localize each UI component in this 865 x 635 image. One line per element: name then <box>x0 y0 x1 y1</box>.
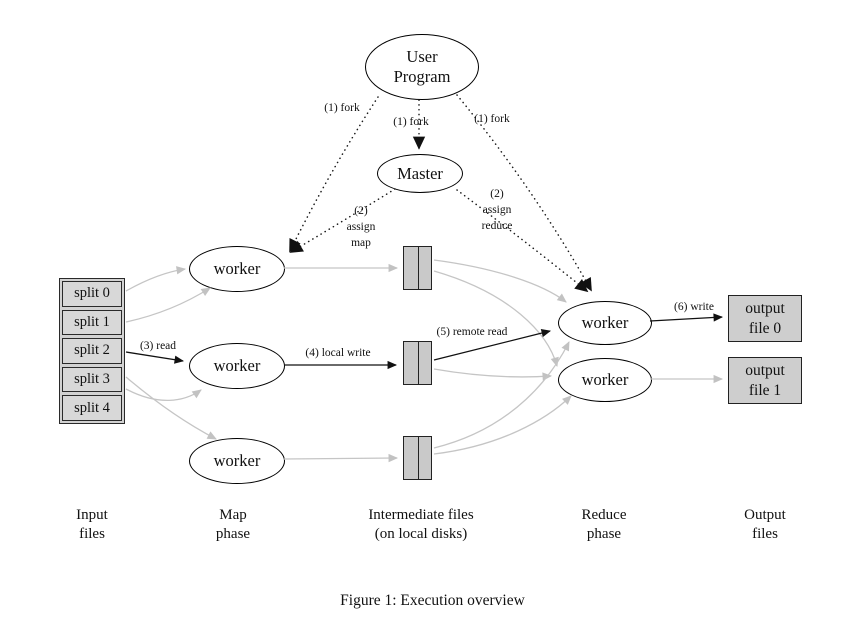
map-worker-2-node: worker <box>189 343 285 389</box>
edge-assign-map <box>289 188 396 253</box>
user-program-node: User Program <box>365 34 479 100</box>
read-label: (3) read <box>139 340 177 352</box>
file-divider <box>417 342 419 384</box>
output-files-column-label: Output files <box>744 507 786 542</box>
output-file-1-line2: file 1 <box>748 381 782 399</box>
user-program-label-line2: Program <box>393 67 451 86</box>
output-file-0-line2: file 0 <box>748 319 782 337</box>
write-label: (6) write <box>674 301 714 313</box>
reduce-worker-1-label: worker <box>581 313 629 333</box>
map-worker-2-label: worker <box>213 356 261 376</box>
intermediate-file-3-icon <box>403 436 432 480</box>
edge-intfile1-to-reduce2 <box>433 270 559 368</box>
intermediate-file-1-icon <box>403 246 432 290</box>
figure-caption: Figure 1: Execution overview <box>340 592 525 609</box>
edge-worker3-to-intfile3 <box>283 453 399 463</box>
split-0-box: split 0 <box>62 281 122 307</box>
edge-split1-to-worker1 <box>125 287 211 323</box>
map-worker-1-label: worker <box>213 259 261 279</box>
split-1-label: split 1 <box>74 313 110 330</box>
split-1-box: split 1 <box>62 309 122 336</box>
fork-left-label: (1) fork <box>324 102 360 114</box>
map-worker-1-node: worker <box>189 246 285 292</box>
edge-intfile1-to-reduce1 <box>433 259 567 303</box>
split-2-label: split 2 <box>74 342 110 359</box>
assign-map-label: (2) assign map <box>346 205 376 249</box>
input-files-column-label: Input files <box>76 507 108 542</box>
edge-split3-to-worker2 <box>125 388 202 402</box>
output-file-0-box: output file 0 <box>728 295 802 342</box>
assign-reduce-label: (2) assign reduce <box>481 188 513 232</box>
reduce-worker-1-node: worker <box>558 301 652 345</box>
local-write-label: (4) local write <box>305 347 371 359</box>
edge-split0-to-worker1 <box>125 266 187 292</box>
intermediate-files-column-label: Intermediate files (on local disks) <box>368 507 474 542</box>
split-3-box: split 3 <box>62 366 122 393</box>
edge-intfile2-to-reduce2 <box>433 368 553 381</box>
split-2-box: split 2 <box>62 338 122 364</box>
fork-center-label: (1) fork <box>393 116 429 128</box>
edge-intfile3-to-reduce1 <box>433 341 570 449</box>
split-3-label: split 3 <box>74 371 110 388</box>
map-worker-3-label: worker <box>213 451 261 471</box>
output-file-0-line1: output <box>745 300 785 318</box>
file-divider <box>417 437 419 479</box>
fork-right-label: (1) fork <box>474 113 510 125</box>
split-4-box: split 4 <box>62 395 122 421</box>
edge-assign-reduce <box>456 189 589 293</box>
master-node: Master <box>377 154 463 193</box>
master-label: Master <box>397 163 443 183</box>
file-divider <box>417 247 419 289</box>
reduce-phase-column-label: Reduce phase <box>581 507 627 542</box>
edge-write <box>649 313 724 322</box>
intermediate-file-2-icon <box>403 341 432 385</box>
output-file-1-box: output file 1 <box>728 357 802 404</box>
output-file-1-line1: output <box>745 362 785 380</box>
reduce-worker-2-label: worker <box>581 370 629 390</box>
map-phase-column-label: Map phase <box>215 507 251 542</box>
edge-intfile3-to-reduce2 <box>433 395 572 455</box>
reduce-worker-2-node: worker <box>558 358 652 402</box>
edge-read <box>125 351 185 364</box>
map-worker-3-node: worker <box>189 438 285 484</box>
split-4-label: split 4 <box>74 399 110 416</box>
edge-split4-to-worker3 <box>125 376 217 440</box>
input-splits-stack: split 0 split 1 split 2 split 3 split 4 <box>59 278 125 424</box>
split-0-label: split 0 <box>74 285 110 302</box>
remote-read-label: (5) remote read <box>436 326 508 338</box>
user-program-label-line1: User <box>406 47 438 67</box>
